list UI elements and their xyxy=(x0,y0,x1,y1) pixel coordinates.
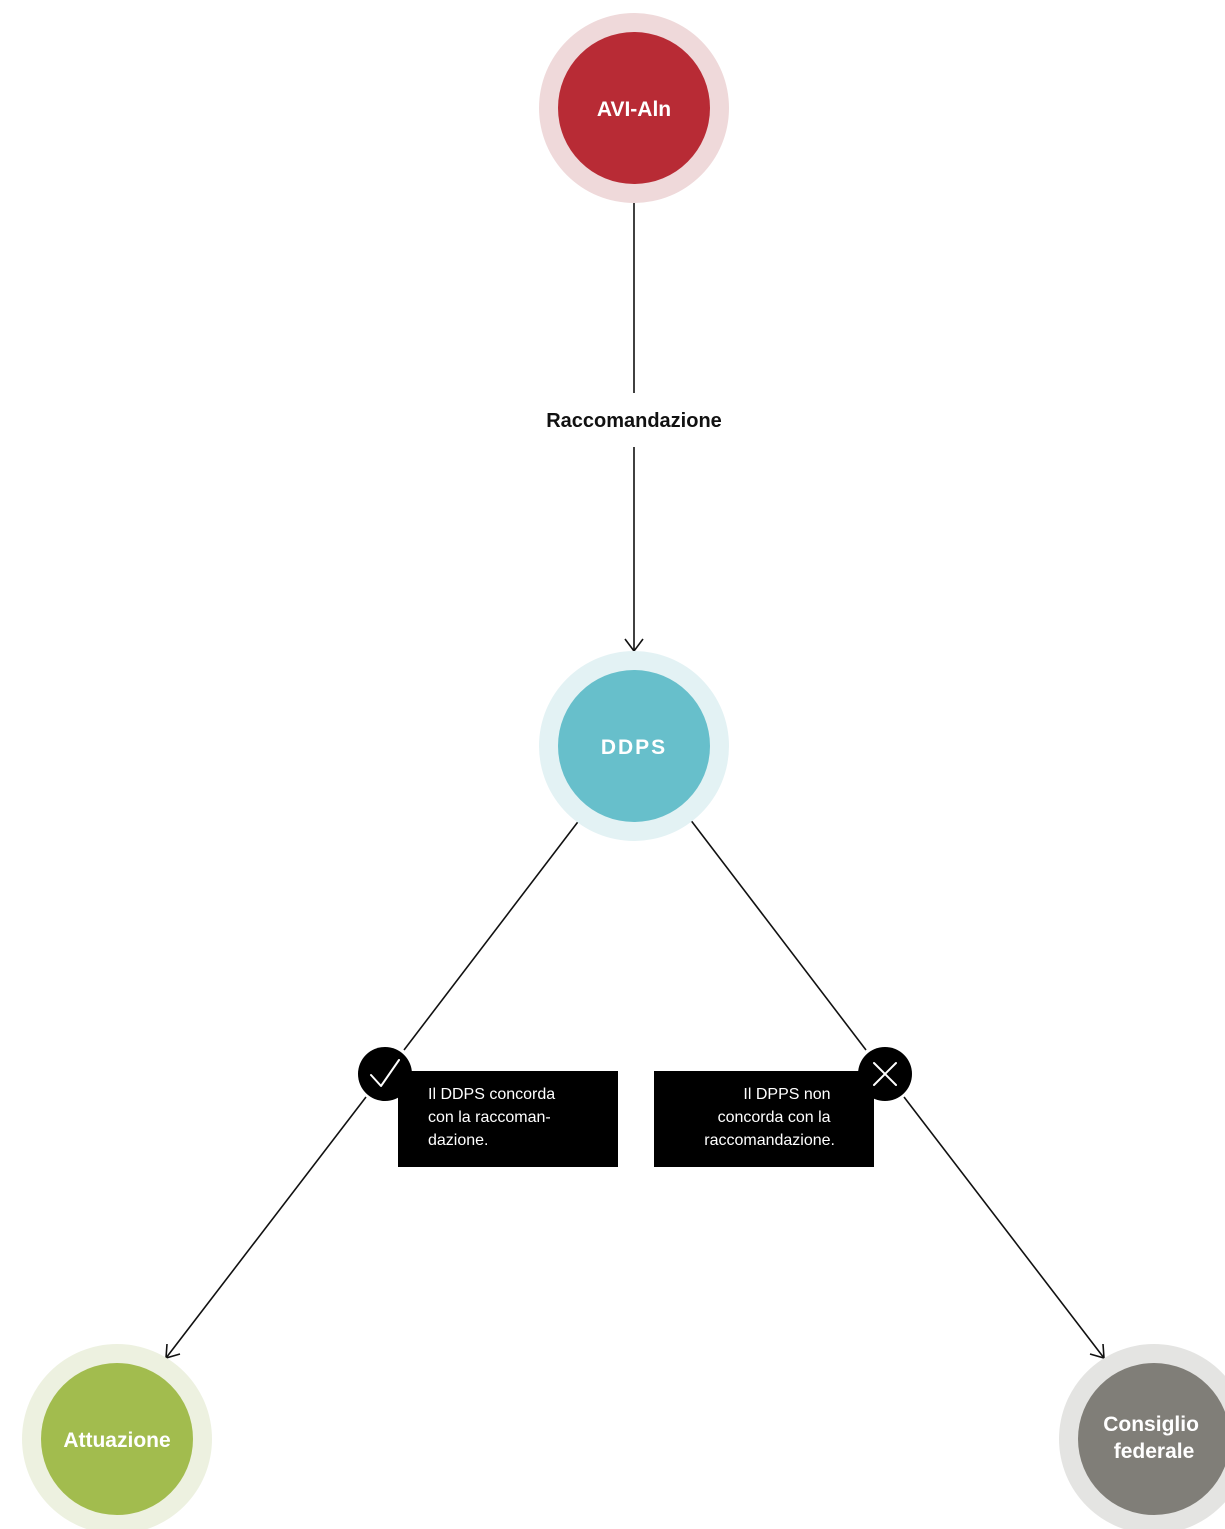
decision-disagree-text: Il DPPS non concorda con la raccomandazi… xyxy=(704,1086,835,1149)
arrowhead-to-consiglio xyxy=(1089,1343,1105,1360)
node-avi-label: AVI-Aln xyxy=(597,98,671,121)
decision-agree-line: Il DDPS concorda xyxy=(428,1086,555,1103)
decision-agree-line: con la raccoman- xyxy=(428,1109,551,1126)
connector-ddps-to-check xyxy=(403,805,591,1051)
node-consiglio-federale: Consiglio federale xyxy=(1059,1344,1225,1529)
connector-check-to-attuazione xyxy=(165,1096,367,1359)
node-avi: AVI-Aln xyxy=(539,13,729,203)
node-attuazione-label: Attuazione xyxy=(63,1429,170,1452)
node-avi-circle xyxy=(558,32,710,184)
recommendation-label: Raccomandazione xyxy=(546,410,722,432)
node-ddps-label: DDPS xyxy=(601,736,667,759)
node-consiglio-circle xyxy=(1078,1363,1225,1515)
decision-disagree-line: Il DPPS non xyxy=(743,1086,830,1103)
node-attuazione: Attuazione xyxy=(22,1344,212,1529)
node-consiglio-label-line2: federale xyxy=(1114,1440,1195,1463)
check-marker xyxy=(358,1047,412,1101)
connector-ddps-to-cross xyxy=(679,805,867,1051)
decision-disagree-line: concorda con la xyxy=(718,1109,831,1126)
decision-agree-box xyxy=(398,1071,618,1167)
node-attuazione-circle xyxy=(41,1363,193,1515)
check-icon xyxy=(370,1059,400,1087)
decision-disagree-line: raccomandazione. xyxy=(704,1132,835,1149)
node-ddps-circle xyxy=(558,670,710,822)
cross-icon xyxy=(873,1062,897,1086)
node-ddps: DDPS xyxy=(539,651,729,841)
node-consiglio-label: Consiglio federale xyxy=(1103,1413,1205,1463)
decision-disagree: Il DPPS non concorda con la raccomandazi… xyxy=(654,1047,912,1167)
decision-agree-line: dazione. xyxy=(428,1132,489,1149)
node-consiglio-label-line1: Consiglio xyxy=(1103,1413,1199,1436)
decision-agree-text: Il DDPS concorda con la raccoman- dazion… xyxy=(428,1086,560,1149)
connector-cross-to-consiglio xyxy=(903,1096,1105,1359)
decision-agree: Il DDPS concorda con la raccoman- dazion… xyxy=(358,1047,618,1167)
connectors xyxy=(165,184,1105,1360)
decision-disagree-box xyxy=(654,1071,874,1167)
